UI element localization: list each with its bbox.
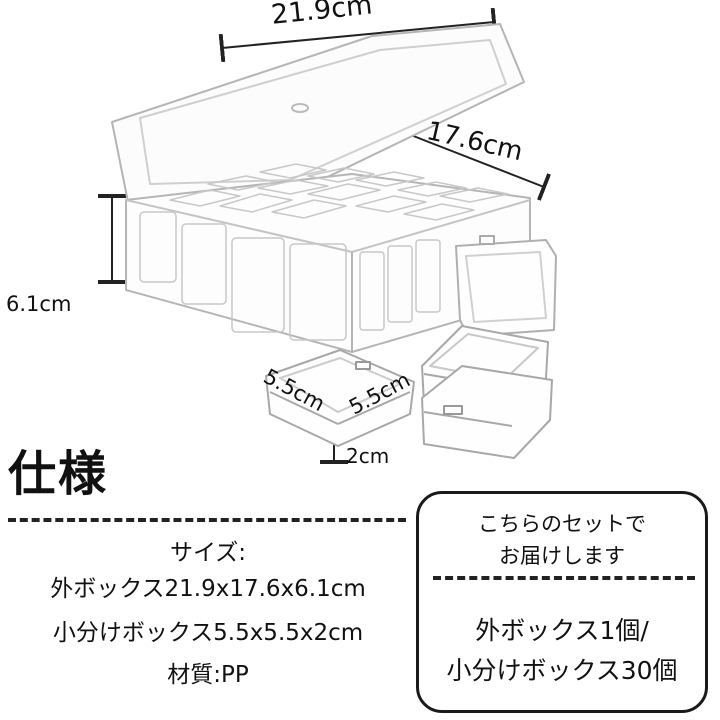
- spec-inner-box: 小分けボックス5.5x5.5x2cm: [52, 620, 364, 646]
- spec-heading: 仕様: [8, 446, 109, 502]
- depth-dimension-line: [391, 116, 551, 201]
- product-illustration: [98, 7, 557, 464]
- spec-outer-box: 外ボックス21.9x17.6x6.1cm: [50, 576, 366, 602]
- width-dimension-line: [218, 7, 498, 63]
- set-item-outer-box: 外ボックス1個/: [475, 616, 649, 645]
- outer-box-illustration: [111, 23, 531, 353]
- outer-height-label: 6.1cm: [6, 292, 72, 316]
- spec-divider: [8, 518, 406, 522]
- set-divider: [433, 576, 695, 580]
- spec-size-label: サイズ:: [169, 540, 247, 566]
- small-box-lower-illustration: [421, 365, 553, 459]
- set-item-small-boxes: 小分けボックス30個: [446, 656, 678, 685]
- small-box-open-illustration: [455, 235, 557, 337]
- set-caption-line1: こちらのセットで: [478, 512, 646, 536]
- set-caption-line2: お届けします: [499, 544, 625, 568]
- spec-material: 材質:PP: [167, 662, 249, 688]
- set-contents-box: こちらのセットで お届けします 外ボックス1個/ 小分けボックス30個: [416, 491, 708, 713]
- small-box-front-illustration: [265, 349, 415, 447]
- small-height-label: 2cm: [346, 444, 390, 468]
